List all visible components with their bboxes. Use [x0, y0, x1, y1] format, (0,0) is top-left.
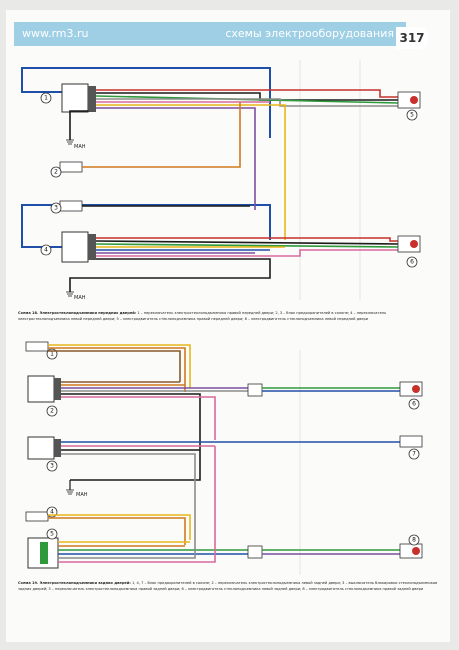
- motor-6-body: [397, 235, 421, 253]
- b-component-7-marker: [408, 448, 420, 460]
- switch-4-connector: [88, 234, 96, 260]
- b-fuse-1-body: [25, 341, 49, 352]
- b-connector-low: [247, 545, 263, 559]
- component-2-marker: [50, 166, 62, 178]
- component-4-number: 4: [44, 247, 48, 254]
- b-component-2-marker: [46, 405, 58, 417]
- b-component-2-number: 2: [50, 408, 54, 415]
- b-component-4-number: 4: [50, 509, 54, 516]
- b-component-3-marker: [46, 460, 58, 472]
- b-component-1-number: 1: [50, 351, 54, 358]
- caption-bottom: Схема 19. Электростеклоподъемники задних…: [18, 580, 438, 592]
- component-4-marker: [40, 244, 52, 256]
- switch-1-connector: [88, 86, 96, 110]
- fuse-2-body: [59, 161, 83, 173]
- component-6-number: 6: [410, 259, 414, 266]
- caption-top-text: 1 – переключатель электростеклоподъемник…: [18, 311, 387, 321]
- b-ground-label: MAH: [76, 492, 88, 498]
- b-component-3-number: 3: [50, 463, 54, 470]
- b-switch-2-connector: [54, 378, 61, 400]
- site-url: www.rm3.ru: [22, 27, 89, 40]
- page-header: www.rm3.ru схемы электрооборудования: [14, 22, 406, 46]
- ground-label-2: MAH: [74, 295, 86, 301]
- b-fuse-4-body: [25, 511, 49, 522]
- fuse-3-body: [59, 200, 83, 212]
- b-switch-3-connector: [54, 439, 61, 457]
- caption-bottom-text: 1, 4, 7 – блок предохранителей в салоне;…: [18, 581, 438, 591]
- component-3-marker: [50, 202, 62, 214]
- b-switch-3-body: [27, 436, 55, 460]
- diagram-top: 1 MAH 5 2 3 4: [21, 67, 421, 301]
- b-motor-8-icon: [412, 547, 420, 555]
- motor-6-icon: [410, 240, 418, 248]
- switch-4-body: [61, 231, 89, 263]
- ground-symbol-1: [66, 139, 74, 145]
- diagram-bottom: 1 2 6 3: [25, 341, 423, 569]
- b-component-5-marker: [46, 528, 58, 540]
- component-5-marker: [406, 109, 418, 121]
- b-switch-5-connector: [40, 542, 48, 564]
- switch-1-body: [61, 83, 89, 113]
- component-1-marker: [40, 92, 52, 104]
- b-connector-mid: [247, 383, 263, 397]
- component-6-marker: [406, 256, 418, 268]
- b-switch-2-body: [27, 375, 55, 403]
- component-3-number: 3: [54, 205, 58, 212]
- b-motor-6-icon: [412, 385, 420, 393]
- b-fuse-7-body: [399, 435, 423, 448]
- b-component-5-number: 5: [50, 531, 54, 538]
- section-title: схемы электрооборудования: [225, 27, 394, 40]
- b-ground-symbol: [66, 489, 74, 495]
- component-1-number: 1: [44, 95, 48, 102]
- motor-5-body: [397, 91, 421, 109]
- ground-label-1: MAH: [74, 144, 86, 150]
- motor-5-icon: [410, 96, 418, 104]
- caption-top-title: Схема 18. Электростеклоподъемники передн…: [18, 311, 137, 315]
- ground-symbol-2: [66, 291, 74, 297]
- wire-orange-fuse-2: [82, 102, 241, 168]
- component-2-number: 2: [54, 169, 58, 176]
- page-number: 317: [396, 27, 428, 49]
- page-sheet: [6, 10, 450, 642]
- b-component-8-number: 8: [412, 537, 416, 544]
- b-component-6-marker: [408, 398, 420, 410]
- b-component-7-number: 7: [412, 451, 416, 458]
- caption-bottom-title: Схема 19. Электростеклоподъемники задних…: [18, 581, 131, 585]
- b-component-6-number: 6: [412, 401, 416, 408]
- wire-blue-loop-bottom: [21, 204, 271, 248]
- component-5-number: 5: [410, 112, 414, 119]
- wire-blue-loop-top: [21, 67, 271, 138]
- caption-top: Схема 18. Электростеклоподъемники передн…: [18, 310, 438, 322]
- b-component-8-marker: [408, 534, 420, 546]
